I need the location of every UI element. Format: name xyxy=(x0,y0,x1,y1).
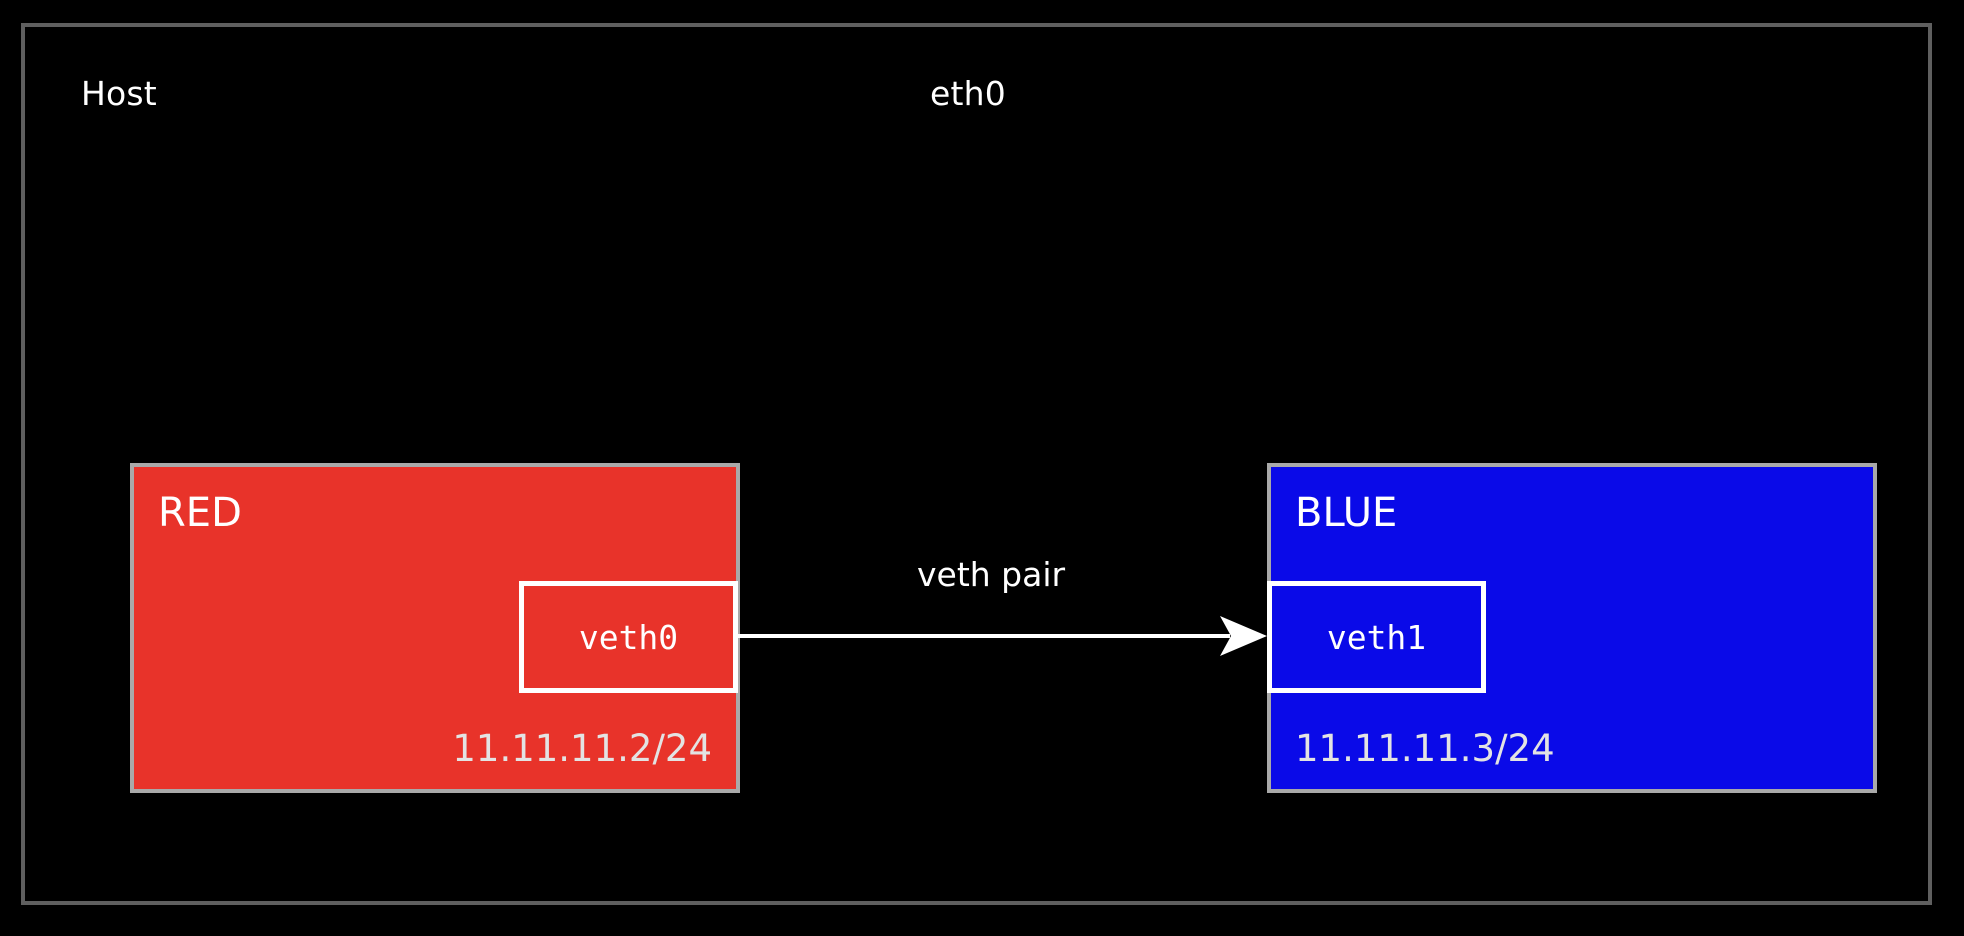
namespace-red-ip-address: 11.11.11.2/24 xyxy=(452,727,712,770)
interface-veth1[interactable]: veth1 xyxy=(1267,581,1486,693)
namespace-blue-ip-address: 11.11.11.3/24 xyxy=(1295,727,1555,770)
host-container: Host eth0 RED 11.11.11.2/24 BLUE 11.11.1… xyxy=(21,23,1932,905)
namespace-blue[interactable]: BLUE 11.11.11.3/24 xyxy=(1267,463,1877,793)
eth0-interface-label: eth0 xyxy=(930,74,1006,113)
arrowhead-icon xyxy=(1220,616,1267,656)
namespace-red-title: RED xyxy=(158,490,242,536)
veth-pair-label: veth pair xyxy=(917,555,1066,594)
namespace-blue-title: BLUE xyxy=(1295,490,1398,536)
veth-pair-connector xyxy=(738,616,1267,656)
interface-veth0[interactable]: veth0 xyxy=(519,581,738,693)
host-label: Host xyxy=(81,74,157,113)
